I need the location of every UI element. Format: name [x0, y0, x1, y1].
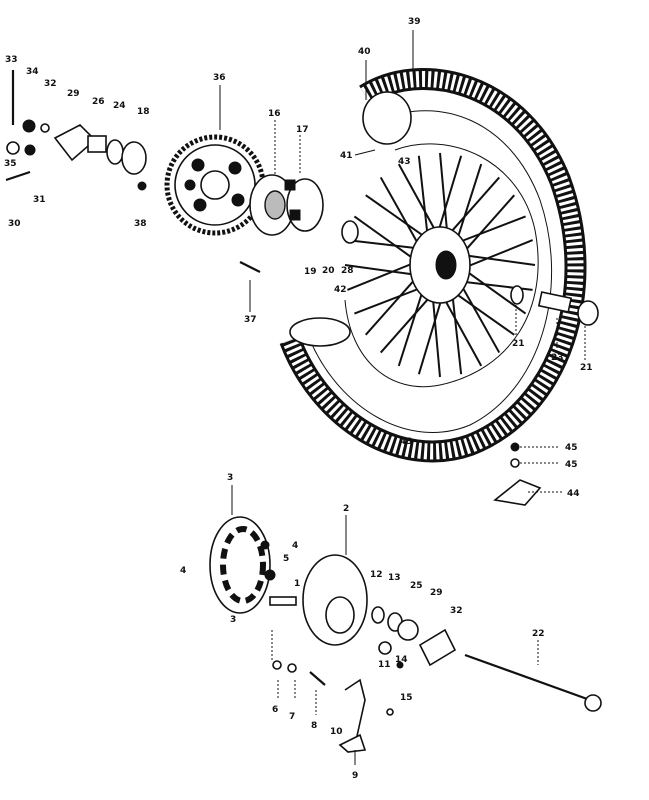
label-4b: 4	[292, 541, 298, 551]
label-22: 22	[532, 629, 545, 639]
label-13: 13	[388, 573, 401, 583]
brake-shoes	[209, 516, 276, 614]
label-15: 15	[400, 693, 413, 703]
rim	[344, 143, 539, 388]
label-3a: 3	[227, 473, 233, 483]
spoke	[380, 292, 434, 354]
spoke	[436, 155, 463, 236]
tire	[279, 68, 587, 463]
spoke	[460, 253, 536, 266]
label-34: 34	[26, 67, 39, 77]
label-12: 12	[370, 570, 383, 580]
label-4a: 4	[180, 566, 186, 576]
label-10: 10	[330, 727, 343, 737]
spoke	[344, 264, 420, 277]
spoke	[450, 290, 463, 375]
hub-center	[435, 250, 457, 280]
label-8: 8	[311, 721, 317, 731]
spoke	[461, 267, 527, 315]
spoke	[460, 194, 516, 257]
tube-valve-end	[362, 91, 412, 145]
clip-parts	[493, 442, 542, 506]
label-18: 18	[137, 107, 150, 117]
spoke	[365, 194, 430, 241]
spoke	[354, 285, 426, 315]
label-36: 36	[213, 73, 226, 83]
part-labels: 33 34 32 29 26 24 18 35 31 30 38 36 16 1…	[4, 17, 593, 781]
label-1: 1	[294, 579, 300, 589]
spoke	[364, 273, 420, 336]
label-19: 19	[304, 267, 317, 277]
left-axle-parts	[5, 70, 261, 273]
spoke	[431, 293, 441, 378]
label-43: 43	[398, 157, 411, 167]
axle	[464, 653, 602, 712]
label-42: 42	[334, 285, 347, 295]
spoke	[379, 176, 423, 250]
sprocket	[164, 134, 266, 236]
label-21a: 21	[512, 339, 525, 349]
hub-bearing	[341, 220, 359, 244]
label-24: 24	[113, 101, 126, 111]
label-32: 32	[44, 79, 57, 89]
label-14: 14	[395, 655, 408, 665]
label-23: 23	[551, 353, 564, 363]
label-26: 26	[92, 97, 105, 107]
label-5: 5	[283, 554, 289, 564]
leader-lines	[219, 30, 586, 765]
label-11: 11	[378, 660, 391, 670]
label-35: 35	[4, 159, 17, 169]
label-45b: 45	[565, 460, 578, 470]
label-45a: 45	[565, 443, 578, 453]
label-32b: 32	[450, 606, 463, 616]
label-28: 28	[341, 266, 354, 276]
label-43b: 43	[400, 437, 413, 447]
label-17: 17	[296, 125, 309, 135]
label-41: 41	[340, 151, 353, 161]
spoke	[347, 239, 422, 250]
spoke	[353, 215, 419, 263]
label-40: 40	[358, 47, 371, 57]
label-29: 29	[67, 89, 80, 99]
spoke	[454, 163, 483, 245]
spoke	[446, 176, 500, 238]
label-44: 44	[567, 489, 580, 499]
label-30: 30	[8, 219, 21, 229]
spoke	[450, 289, 515, 336]
spoke	[457, 280, 501, 354]
label-39: 39	[408, 17, 421, 27]
spoke	[439, 152, 449, 237]
label-2: 2	[343, 504, 349, 514]
label-25: 25	[410, 581, 423, 591]
spoke	[461, 239, 533, 270]
spoke	[397, 163, 439, 236]
label-6: 6	[272, 705, 278, 715]
spoke	[417, 155, 430, 240]
spoke	[441, 294, 483, 367]
label-3b: 3	[230, 615, 236, 625]
spoke	[397, 285, 426, 367]
label-33: 33	[5, 55, 18, 65]
brake-panel	[269, 554, 457, 753]
label-37: 37	[244, 315, 257, 325]
label-31: 31	[33, 195, 46, 205]
label-7: 7	[289, 712, 295, 722]
label-16: 16	[268, 109, 281, 119]
spoke	[417, 294, 444, 375]
label-20: 20	[322, 266, 335, 276]
spoke	[347, 260, 419, 291]
spokes	[344, 152, 536, 378]
label-29b: 29	[430, 588, 443, 598]
label-38: 38	[134, 219, 147, 229]
tire-cut-end	[289, 317, 351, 347]
right-spacers	[510, 285, 599, 326]
spoke	[454, 215, 526, 245]
sprocket-hub	[249, 174, 359, 244]
label-9: 9	[352, 771, 358, 781]
label-21b: 21	[580, 363, 593, 373]
